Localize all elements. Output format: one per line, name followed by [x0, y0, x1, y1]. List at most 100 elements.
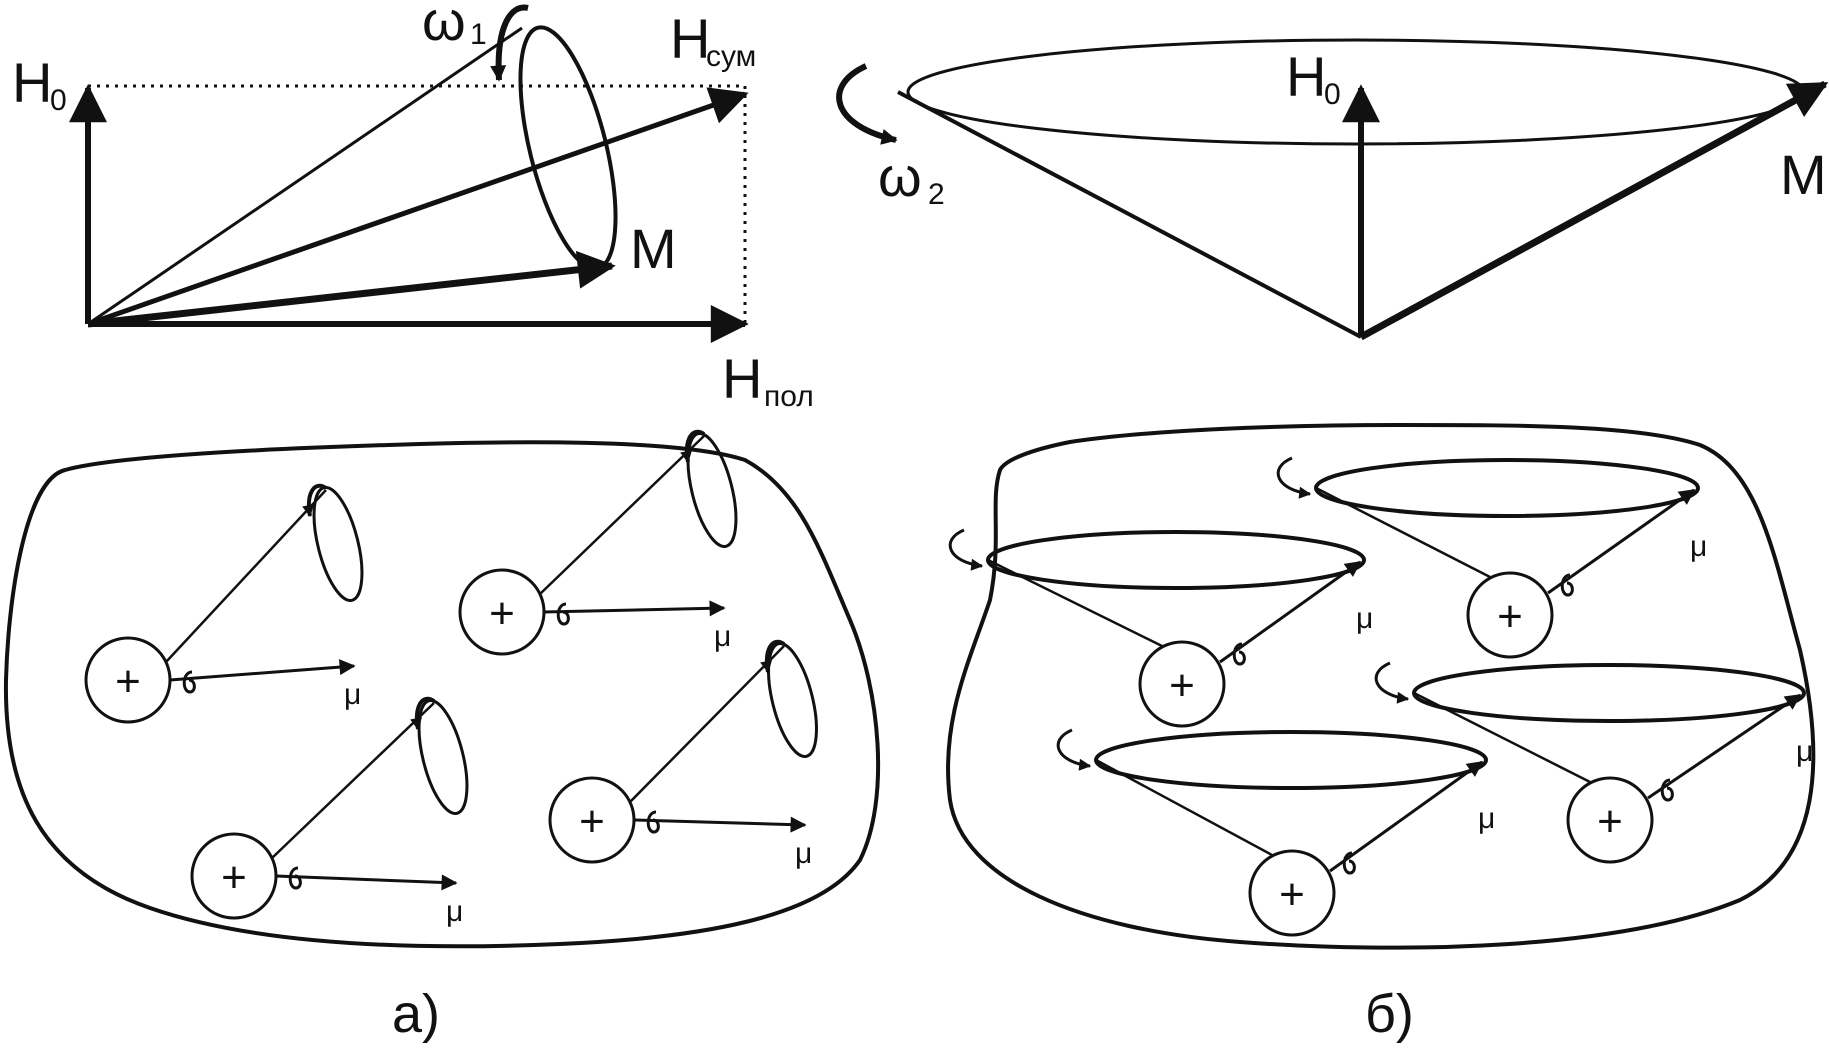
sample-outline-b: [946, 422, 1816, 950]
nucleus-circle: [190, 832, 278, 920]
spin-icon: [556, 602, 570, 626]
rotation-arrow-small: [760, 639, 786, 674]
cone-line-upper: [87, 26, 523, 326]
moment-unit-b: +μ: [1374, 661, 1813, 864]
nucleus-circle: [1248, 849, 1336, 937]
cone-line: [987, 558, 1163, 648]
precession-ellipse-small: [312, 486, 364, 602]
cone-line: [629, 645, 785, 803]
mu-label: μ: [1690, 530, 1707, 563]
mu-label: μ: [1796, 735, 1813, 768]
plus-sign: +: [1279, 870, 1305, 919]
plus-sign: +: [1497, 592, 1523, 641]
mu-label: μ: [795, 837, 812, 870]
hpol-subscript: пол: [764, 380, 814, 413]
cone-line: [1413, 691, 1591, 784]
rotation-arrow-small: [680, 429, 706, 464]
mu-vector: [1647, 693, 1802, 800]
moment-unit-a: +μ: [458, 429, 738, 656]
top-left-diagram: [69, 4, 749, 343]
nucleus-circle: [458, 568, 546, 656]
mu-label: μ: [1356, 602, 1373, 635]
m-vector: [87, 250, 616, 328]
spin-icon: [1342, 851, 1356, 875]
m-vector-right: [1359, 80, 1829, 341]
mu-label: μ: [344, 678, 361, 711]
h0-label-right: H: [1286, 45, 1326, 108]
mu-vector: [275, 874, 458, 891]
moment-unit-a: +μ: [190, 696, 469, 928]
spin-icon: [1660, 778, 1674, 802]
cone-line-left: [897, 90, 1362, 339]
precession-ellipse-small: [767, 642, 818, 758]
rotation-arrow-small: [410, 696, 436, 731]
spin-icon: [182, 670, 196, 694]
mu-vector: [169, 659, 356, 682]
precession-ellipse-wide: [906, 38, 1806, 146]
plus-sign: +: [1169, 661, 1195, 710]
moment-unit-a: +μ: [548, 639, 818, 870]
spin-icon: [1560, 573, 1574, 597]
caption-b: б): [1365, 984, 1414, 1044]
precession-ellipse-wide-small: [986, 530, 1366, 590]
plus-sign: +: [221, 853, 247, 902]
nucleus-circle: [1138, 640, 1226, 728]
cone-line: [1315, 486, 1491, 579]
mu-vector: [633, 816, 807, 833]
omega2-subscript: 2: [928, 178, 945, 211]
plus-sign: +: [1597, 797, 1623, 846]
nucleus-circle: [1466, 571, 1554, 659]
rotation-arrow-small: [302, 483, 328, 518]
spin-icon: [646, 810, 660, 834]
spin-icon: [288, 866, 302, 890]
rotation-arrow-omega2: [836, 63, 898, 145]
omega1-subscript: 1: [470, 18, 487, 51]
cone-line: [271, 702, 435, 859]
magnetic-moments-group-a: +μ+μ+μ+μ: [84, 429, 818, 928]
hpol-label: H: [722, 347, 762, 410]
m-label-left: M: [630, 217, 677, 280]
mu-vector: [543, 600, 726, 617]
precession-ellipse-wide-small: [1314, 458, 1700, 518]
caption-a: а): [392, 984, 440, 1044]
rotation-arrow-small: [1276, 456, 1312, 499]
rotation-arrow-small: [1374, 661, 1410, 704]
mu-label: μ: [446, 895, 463, 928]
mu-vector: [1329, 760, 1484, 873]
mu-vector: [1219, 560, 1362, 664]
hsum-subscript: сум: [706, 40, 756, 73]
precession-ellipse: [518, 25, 618, 271]
mu-vector: [1547, 488, 1696, 595]
moment-unit-a: +μ: [84, 483, 364, 724]
mu-label: μ: [714, 620, 731, 653]
m-label-right: M: [1780, 143, 1827, 206]
plus-sign: +: [489, 589, 515, 638]
cone-line: [165, 489, 327, 663]
hsum-vector: [87, 87, 749, 327]
moment-unit-b: +μ: [1276, 456, 1707, 659]
precession-ellipse-wide-small: [1412, 663, 1806, 723]
nucleus-circle: [548, 776, 636, 864]
sample-outline-a: [3, 440, 881, 949]
plus-sign: +: [579, 797, 605, 846]
hsum-label: H: [670, 7, 710, 70]
spin-icon: [1232, 642, 1246, 666]
magnetic-moments-group-b: +μ+μ+μ+μ: [948, 456, 1813, 937]
rotation-arrow-small: [1056, 728, 1092, 771]
mu-label: μ: [1478, 802, 1495, 835]
rotation-arrow-omega1: [490, 4, 529, 82]
precession-ellipse-small: [417, 699, 469, 815]
cone-line: [1095, 758, 1273, 857]
moment-unit-b: +μ: [948, 528, 1373, 728]
nucleus-circle: [1566, 776, 1654, 864]
omega1-label: ω: [422, 0, 466, 52]
cone-line: [539, 435, 705, 595]
omega2-label: ω: [878, 145, 922, 208]
h0-subscript: 0: [50, 84, 67, 117]
moment-unit-b: +μ: [1056, 728, 1495, 937]
rotation-arrow-small: [948, 528, 984, 571]
h0-label: H: [12, 51, 52, 114]
top-right-diagram: [836, 38, 1829, 341]
plus-sign: +: [115, 657, 141, 706]
